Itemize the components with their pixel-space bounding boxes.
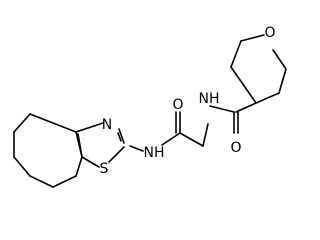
bond — [272, 49, 287, 70]
bond — [13, 113, 31, 133]
bond — [117, 132, 122, 142]
atom-label-carboxamide-oxygen: O — [230, 140, 241, 156]
atom-label-thiazole-sulfur: S — [100, 161, 109, 177]
bonds — [13, 34, 287, 188]
bond — [75, 156, 83, 177]
bond — [52, 175, 77, 188]
bond — [108, 146, 125, 163]
atom-label-amine-nh: NH — [144, 145, 165, 161]
bond — [202, 123, 209, 147]
bond — [77, 133, 83, 158]
bond — [235, 102, 257, 113]
bond — [118, 128, 125, 144]
molecule-structure: N S NH O NH O O — [13, 25, 287, 188]
atom-labels: N S NH O NH O O — [100, 25, 276, 177]
bond — [179, 132, 204, 147]
atom-label-pyran-oxygen: O — [264, 25, 275, 41]
bond — [209, 105, 235, 113]
atom-label-amide-nh: NH — [199, 91, 220, 107]
bond — [29, 113, 54, 124]
bond — [278, 68, 287, 94]
bond — [230, 66, 257, 104]
bond — [129, 145, 144, 152]
bond — [75, 122, 104, 133]
atom-label-thiazole-nitrogen: N — [102, 117, 112, 133]
atom-label-amide-oxygen: O — [172, 97, 183, 113]
bond — [13, 156, 31, 177]
bond — [240, 34, 265, 42]
bond — [255, 92, 280, 104]
bond — [161, 132, 181, 146]
bond — [52, 122, 77, 133]
bond — [81, 156, 100, 168]
bond — [29, 175, 54, 188]
bond — [230, 40, 242, 68]
